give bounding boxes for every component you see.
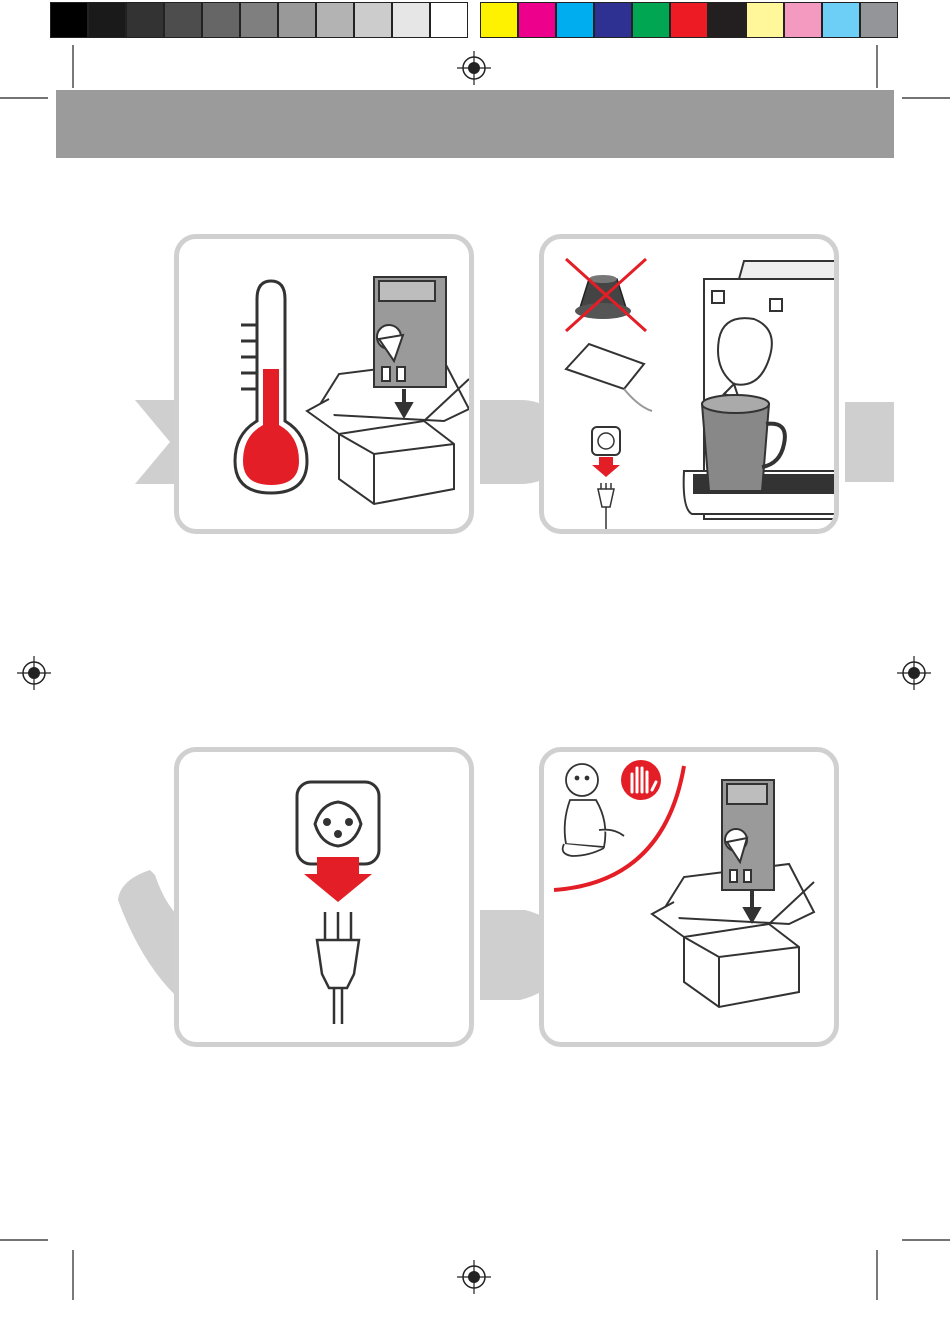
- machine-in-box-icon: [652, 780, 814, 1007]
- machine-in-box-icon: [307, 277, 469, 504]
- panel-store-temperature: [174, 234, 474, 534]
- wall-socket-icon: [297, 782, 379, 864]
- wall-socket-icon: [592, 427, 620, 477]
- child-icon: [563, 764, 624, 856]
- plug-icon: [317, 912, 359, 1024]
- plug-icon: [598, 483, 614, 529]
- panel-unplug: [174, 747, 474, 1047]
- capsule-crossed-icon: [566, 259, 646, 331]
- panel-contents-check: [539, 234, 839, 534]
- thermometer-icon: [235, 281, 307, 493]
- stop-hand-icon: [621, 760, 661, 800]
- leaflet-icon: [566, 344, 652, 411]
- flow-arrow-right-top: [845, 402, 894, 482]
- panel-keep-away-children: [539, 747, 839, 1047]
